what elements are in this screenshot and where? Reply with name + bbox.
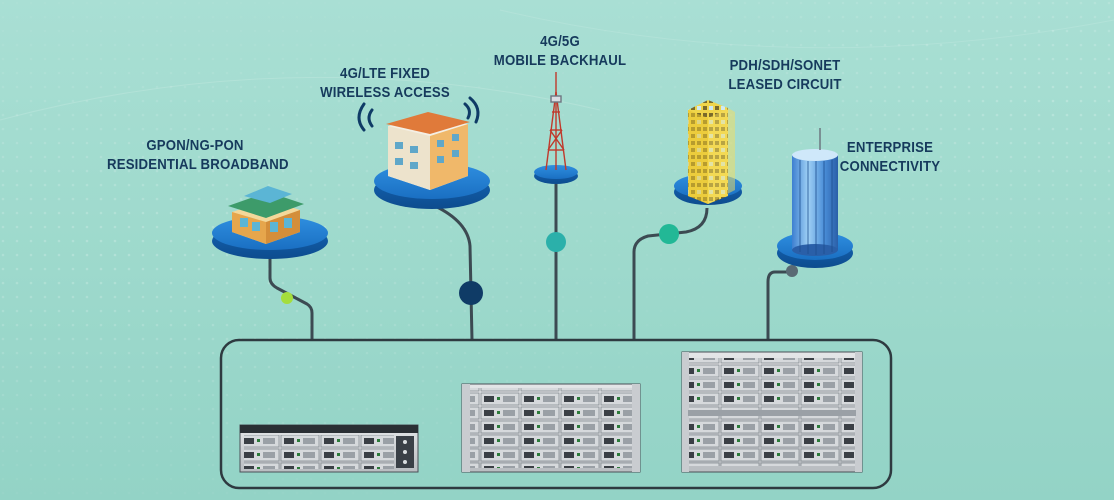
mobile-label-line1: 4G/5G xyxy=(540,33,580,50)
lte-label-line1: 4G/LTE FIXED xyxy=(340,65,430,82)
enterprise-label-line1: ENTERPRISE xyxy=(846,139,934,156)
cell-tower-icon xyxy=(545,72,567,171)
lte-label-line2: WIRELESS ACCESS xyxy=(320,84,450,101)
glass-tower-icon xyxy=(792,128,838,256)
tower-platform xyxy=(534,165,578,184)
medium-chassis-icon xyxy=(461,383,641,473)
pdh-label-line2: LEASED CIRCUIT xyxy=(728,76,842,93)
apartment-building-icon xyxy=(386,112,470,190)
gpon-label: GPON/NG-PON RESIDENTIAL BROADBAND xyxy=(107,136,289,174)
pdh-label-line1: PDH/SDH/SONET xyxy=(729,57,841,74)
lte-connection-line xyxy=(434,204,474,341)
equipment-rack-panel xyxy=(219,338,893,490)
skyscraper-icon xyxy=(688,100,735,204)
gpon-connector-node xyxy=(281,292,293,304)
enterprise-label-line2: CONNECTIVITY xyxy=(839,158,941,175)
lte-label: 4G/LTE FIXED WIRELESS ACCESS xyxy=(315,64,456,102)
mobile-label: 4G/5G MOBILE BACKHAUL xyxy=(490,32,631,70)
large-chassis-icon xyxy=(681,351,863,473)
connection-lines xyxy=(268,184,790,341)
enterprise-connection-line xyxy=(766,270,790,340)
enterprise-label: ENTERPRISE CONNECTIVITY xyxy=(828,138,951,176)
gpon-label-line2: RESIDENTIAL BROADBAND xyxy=(107,156,289,173)
gpon-label-line1: GPON/NG-PON xyxy=(146,137,244,154)
enterprise-connector-node xyxy=(786,265,798,277)
small-chassis-icon xyxy=(239,424,419,473)
mobile-connector-node xyxy=(546,232,566,252)
mobile-label-line2: MOBILE BACKHAUL xyxy=(493,52,627,69)
house-icon xyxy=(228,186,304,244)
wifi-signal-icon xyxy=(357,96,480,132)
lte-connector-node xyxy=(459,281,483,305)
pdh-connector-node xyxy=(659,224,679,244)
pdh-label: PDH/SDH/SONET LEASED CIRCUIT xyxy=(715,56,856,94)
pdh-connection-line xyxy=(632,207,709,340)
